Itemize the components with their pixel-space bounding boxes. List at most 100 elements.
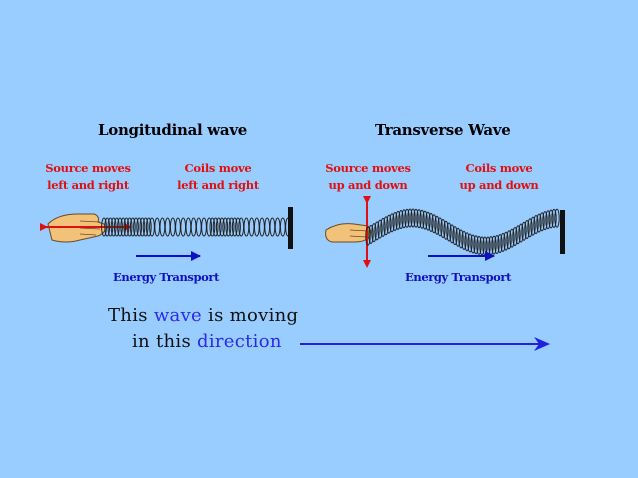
spring-coil: [264, 217, 271, 237]
spring-coil: [548, 209, 554, 229]
spring-coil: [123, 217, 130, 237]
spring-coil: [554, 208, 560, 228]
spring-coil: [139, 217, 146, 237]
spring-coil: [494, 234, 500, 254]
spring-coil: [401, 209, 407, 229]
spring-coil: [110, 217, 117, 237]
spring-coil: [449, 224, 455, 244]
right-hand-icon: [325, 223, 372, 243]
spring-coil: [126, 217, 133, 237]
longitudinal-source-line-1: Source moves: [45, 161, 131, 175]
spring-coil: [107, 217, 114, 237]
longitudinal-coils-line-1: Coils move: [184, 161, 252, 175]
spring-coil: [175, 217, 181, 237]
spring-coil: [404, 208, 410, 228]
spring-coil: [201, 217, 207, 237]
spring-coil: [518, 223, 524, 243]
spring-coil: [437, 217, 443, 237]
spring-coil: [104, 217, 111, 237]
spring-coil: [482, 236, 488, 256]
spring-coil: [386, 214, 392, 234]
longitudinal-title: Longitudinal wave: [98, 121, 248, 139]
spring-coil: [422, 210, 428, 230]
spring-coil: [377, 219, 383, 239]
spring-coil: [368, 224, 374, 244]
spring-coil: [120, 217, 127, 237]
transverse-source-line-2: up and down: [328, 178, 408, 192]
longitudinal-source-label: Source moves left and right: [40, 160, 136, 194]
spring-coil: [452, 226, 458, 246]
spring-coil: [117, 217, 123, 237]
spring-coil: [473, 235, 479, 255]
spring-coil: [209, 217, 216, 237]
spring-coil: [101, 217, 107, 237]
spring-coil: [215, 217, 222, 237]
transverse-spring: [365, 208, 560, 256]
spring-coil: [219, 217, 225, 237]
spring-coil: [136, 217, 143, 237]
spring-coil: [464, 232, 470, 252]
spring-coil: [159, 217, 166, 237]
spring-coil: [425, 211, 431, 231]
spring-coil: [539, 212, 545, 232]
spring-coil: [461, 230, 467, 250]
spring-coil: [149, 217, 155, 237]
spring-coil: [398, 209, 404, 229]
spring-coil: [506, 230, 512, 250]
spring-coil: [416, 209, 422, 229]
spring-coil: [113, 217, 120, 237]
spring-coil: [180, 217, 187, 237]
spring-coil: [259, 217, 265, 237]
spring-coil: [446, 222, 452, 242]
spring-coil: [238, 217, 245, 237]
spring-coil: [164, 217, 171, 237]
spring-coil: [248, 217, 255, 237]
spring-coil: [243, 217, 250, 237]
spring-coil: [536, 213, 542, 233]
spring-coil: [515, 225, 521, 245]
spring-coil: [500, 232, 506, 252]
spring-coil: [185, 217, 192, 237]
spring-coil: [527, 218, 533, 238]
spring-coil: [389, 213, 395, 233]
transverse-source-label: Source moves up and down: [322, 160, 414, 194]
spring-coil: [428, 212, 434, 232]
spring-coil: [467, 233, 473, 253]
spring-coil: [195, 217, 202, 237]
spring-coil: [524, 219, 530, 239]
spring-coil: [458, 229, 464, 249]
spring-coil: [545, 210, 551, 230]
caption-highlight-direction: direction: [197, 331, 282, 352]
spring-coil: [365, 226, 371, 246]
spring-coil: [413, 208, 419, 228]
transverse-wall: [560, 210, 565, 254]
longitudinal-spring: [101, 217, 291, 237]
spring-coil: [497, 234, 503, 254]
spring-coil: [169, 217, 176, 237]
spring-coil: [206, 217, 213, 237]
caption-line-1: This wave is moving: [108, 302, 298, 330]
spring-coil: [222, 217, 229, 237]
caption-text-in-this: in this: [132, 331, 198, 352]
spring-coil: [410, 208, 416, 228]
spring-coil: [503, 231, 509, 251]
longitudinal-source-line-2: left and right: [47, 178, 129, 192]
spring-coil: [383, 216, 389, 236]
caption-line-2: in this direction: [132, 328, 282, 356]
spring-coil: [419, 209, 425, 229]
spring-coil: [479, 236, 485, 256]
transverse-title: Transverse Wave: [375, 121, 511, 139]
spring-coil: [129, 217, 136, 237]
spring-coil: [231, 217, 238, 237]
spring-coil: [533, 215, 539, 235]
spring-coil: [395, 210, 401, 230]
spring-coil: [235, 217, 241, 237]
transverse-coils-line-2: up and down: [459, 178, 539, 192]
spring-coil: [512, 227, 518, 247]
spring-coil: [274, 217, 281, 237]
spring-coil: [434, 215, 440, 235]
spring-coil: [476, 235, 482, 255]
spring-coil: [509, 228, 515, 248]
spring-coil: [225, 217, 232, 237]
